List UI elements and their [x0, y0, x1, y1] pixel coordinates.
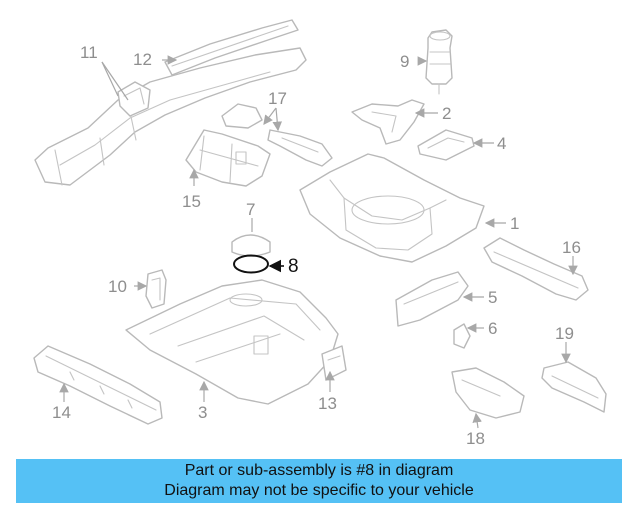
part-17-brackets	[221, 103, 333, 167]
callout-11: 11	[80, 43, 98, 62]
callout-5: 5	[488, 288, 497, 307]
part-19-shield	[541, 361, 607, 413]
callout-16: 16	[562, 238, 581, 257]
callout-12: 12	[133, 50, 152, 69]
part-12-upper-rail	[164, 19, 299, 76]
part-7-plug	[231, 234, 271, 257]
part-15-crossmember	[185, 129, 271, 187]
callout-8: 8	[288, 256, 299, 277]
part-3-main-floor-pan	[125, 279, 339, 405]
part-2-bracket	[351, 99, 425, 145]
callout-2: 2	[442, 104, 451, 123]
callout-18: 18	[466, 429, 485, 448]
banner-line-disclaimer: Diagram may not be specific to your vehi…	[164, 482, 474, 499]
part-18-cover	[451, 367, 525, 419]
part-11-frame-rail	[34, 47, 307, 186]
part-9-cylinder	[425, 29, 453, 95]
callout-13: 13	[318, 394, 337, 413]
part-6-clip	[453, 323, 471, 349]
callout-1: 1	[510, 214, 519, 233]
callout-14: 14	[52, 403, 71, 422]
callout-17: 17	[268, 89, 287, 108]
callout-15: 15	[182, 192, 201, 211]
part-5-member	[395, 271, 469, 327]
info-banner: Part or sub-assembly is #8 in diagram Di…	[16, 459, 622, 503]
part-14-left-sill	[33, 345, 163, 425]
callout-19: 19	[555, 324, 574, 343]
callout-4: 4	[497, 134, 506, 153]
callout-6: 6	[488, 319, 497, 338]
part-1-rear-floor-pan	[299, 153, 485, 263]
part-16-right-rail	[483, 237, 589, 301]
callout-7: 7	[246, 200, 255, 219]
parts-diagram: 11 12 9 2 4 17 15 1 16 7 8 10 5 6 19 13 …	[33, 19, 607, 448]
part-4-plate	[417, 129, 475, 161]
callout-3: 3	[198, 403, 207, 422]
leader-lines	[59, 55, 578, 429]
part-8-o-ring	[233, 254, 269, 274]
callout-9: 9	[400, 52, 409, 71]
part-10-bracket	[145, 269, 167, 309]
callout-numbers: 11 12 9 2 4 17 15 1 16 7 8 10 5 6 19 13 …	[52, 43, 581, 448]
banner-line-part-number: Part or sub-assembly is #8 in diagram	[184, 462, 454, 479]
callout-10: 10	[108, 277, 127, 296]
